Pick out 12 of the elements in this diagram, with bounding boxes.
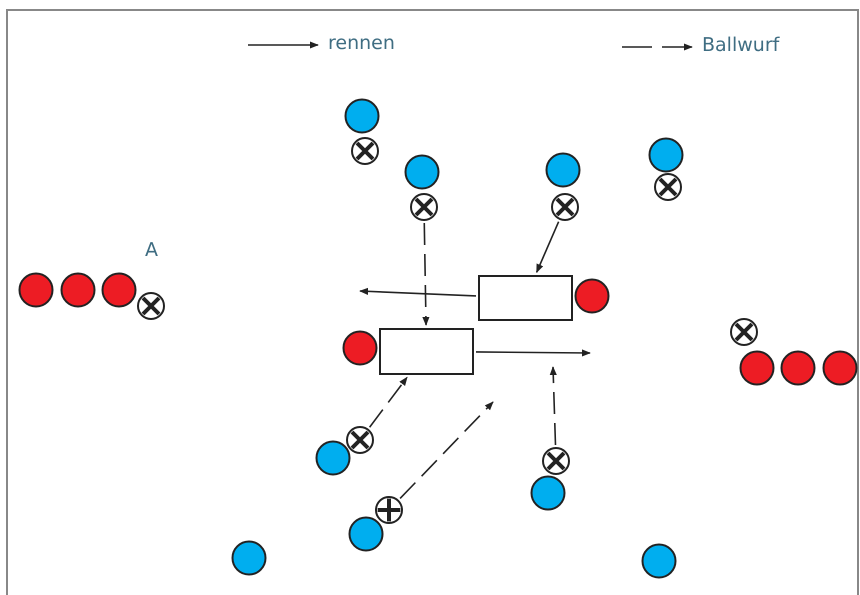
arrow [359, 288, 476, 297]
arrow [400, 401, 494, 500]
legend-text: Ballwurf [702, 34, 780, 56]
arrow [422, 222, 430, 326]
legend-text: rennen [328, 32, 395, 54]
rectangle-zone [478, 275, 573, 321]
rectangle-zone [379, 328, 474, 375]
arrow [476, 349, 591, 357]
arrow [536, 221, 560, 274]
arrow [368, 376, 408, 428]
group-label: A [145, 239, 158, 261]
arrow [550, 366, 557, 446]
